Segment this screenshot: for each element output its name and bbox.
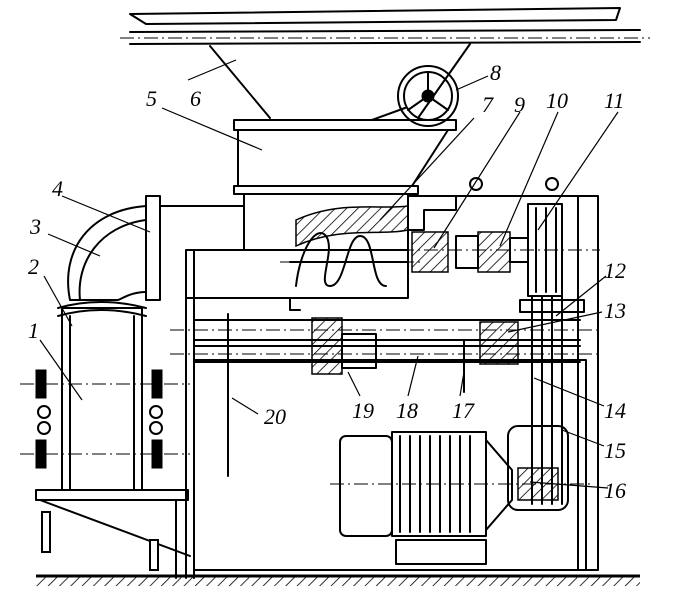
gearbox xyxy=(400,231,600,273)
callout-8: 8 xyxy=(490,60,501,85)
callout-3: 3 xyxy=(29,214,41,239)
callout-19: 19 xyxy=(352,398,374,423)
callout-5: 5 xyxy=(146,86,157,111)
callout-20: 20 xyxy=(264,404,286,429)
callout-10: 10 xyxy=(546,88,568,113)
auger-screw xyxy=(280,205,420,287)
callout-15: 15 xyxy=(604,438,626,463)
handwheel xyxy=(371,65,459,127)
callouts: 1 2 3 4 5 6 7 8 9 10 11 12 13 14 15 16 1… xyxy=(28,60,626,503)
callout-6: 6 xyxy=(190,86,201,111)
leader-lines xyxy=(39,59,619,489)
callout-12: 12 xyxy=(604,258,626,283)
callout-16: 16 xyxy=(604,478,626,503)
callout-13: 13 xyxy=(604,298,626,323)
callout-7: 7 xyxy=(482,92,494,117)
vertical-chute xyxy=(35,301,191,579)
callout-11: 11 xyxy=(604,88,624,113)
top-conveyor xyxy=(120,7,650,119)
callout-9: 9 xyxy=(514,92,525,117)
elbow-pipe xyxy=(67,195,245,301)
callout-14: 14 xyxy=(604,398,626,423)
belt-drive xyxy=(519,203,585,505)
left-rollers xyxy=(20,369,190,469)
callout-1: 1 xyxy=(28,318,39,343)
main-frame xyxy=(193,177,599,571)
callout-4: 4 xyxy=(52,176,63,201)
callout-18: 18 xyxy=(396,398,418,423)
hopper xyxy=(233,119,457,251)
callout-2: 2 xyxy=(28,254,39,279)
ground xyxy=(36,574,640,586)
callout-17: 17 xyxy=(452,398,475,423)
lower-shaft xyxy=(170,313,600,477)
electric-motor xyxy=(330,425,590,565)
auger-housing xyxy=(185,249,409,579)
